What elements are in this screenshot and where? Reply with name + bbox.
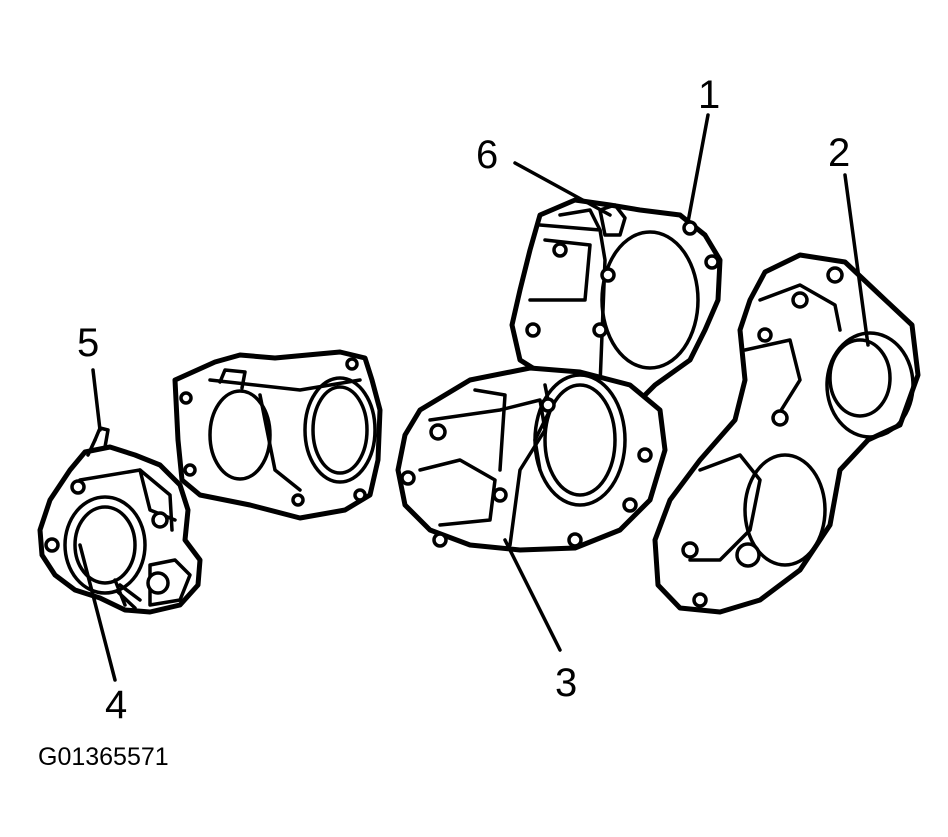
- callout-3: 3: [555, 661, 577, 705]
- callout-6: 6: [476, 133, 498, 177]
- callout-4: 4: [105, 683, 127, 727]
- callout-2: 2: [828, 131, 850, 175]
- part-2-cover: [652, 252, 921, 615]
- part-1-case: [509, 197, 723, 403]
- callout-5: 5: [77, 321, 99, 365]
- leader-3: [503, 538, 562, 652]
- callout-1: 1: [698, 73, 720, 117]
- part-4-housing: [37, 426, 203, 615]
- part-3-case: [395, 365, 668, 553]
- figure-code: G01365571: [38, 743, 169, 771]
- adapter-housing: [172, 349, 383, 521]
- leader-4: [78, 543, 117, 682]
- leader-2: [843, 173, 870, 347]
- leader-6: [513, 161, 612, 217]
- leader-5: [91, 368, 102, 432]
- leader-1: [686, 113, 710, 224]
